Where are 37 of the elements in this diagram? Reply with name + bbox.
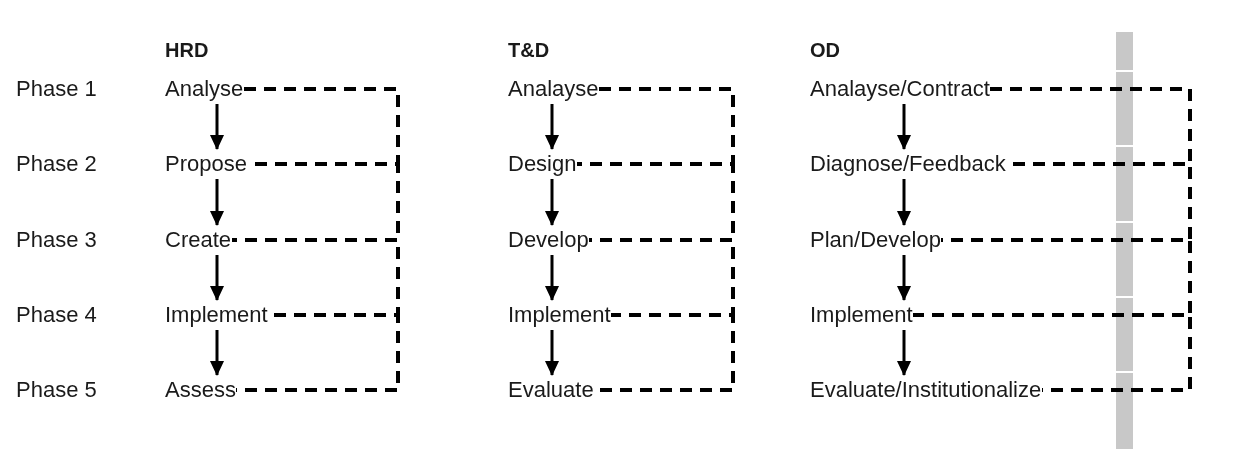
arrow [897, 104, 911, 150]
step-label: Design [508, 149, 577, 179]
arrow [210, 104, 224, 150]
arrow [545, 104, 559, 150]
step-label: Analyse [165, 74, 244, 104]
step-label: Implement [165, 300, 268, 330]
dashed-connector [913, 313, 1192, 392]
step-label: Assess [165, 375, 236, 405]
step-label: Propose [165, 149, 247, 179]
step-label: Evaluate/Institutionalize [810, 375, 1042, 405]
phase-label: Phase 3 [16, 226, 97, 254]
column-heading: HRD [165, 37, 209, 63]
step-label: Evaluate [508, 375, 594, 405]
step-label: Implement [508, 300, 611, 330]
phase-label: Phase 5 [16, 376, 97, 404]
phase-label: Phase 2 [16, 150, 97, 178]
arrow [545, 330, 559, 376]
arrow [210, 255, 224, 301]
step-label: Implement [810, 300, 913, 330]
arrow [545, 179, 559, 226]
arrow [897, 179, 911, 226]
column-heading: T&D [508, 37, 550, 63]
step-label: Develop [508, 225, 589, 255]
step-label: Plan/Develop [810, 225, 941, 255]
phase-label: Phase 1 [16, 75, 97, 103]
arrow [897, 255, 911, 301]
step-label: Analayse/Contract [810, 74, 990, 104]
column-heading: OD [810, 37, 840, 63]
arrow [210, 330, 224, 376]
arrow [545, 255, 559, 301]
arrow [210, 179, 224, 226]
dashed-connector [236, 313, 400, 392]
arrow [897, 330, 911, 376]
step-label: Diagnose/Feedback [810, 149, 1006, 179]
step-label: Create [165, 225, 232, 255]
phase-label: Phase 4 [16, 301, 97, 329]
step-label: Analayse [508, 74, 599, 104]
